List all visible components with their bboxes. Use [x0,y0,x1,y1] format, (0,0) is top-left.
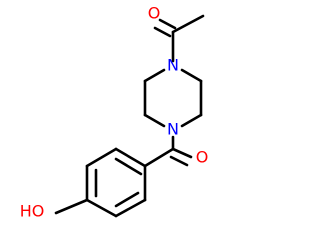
bond-carbonyl-bottom-single [171,147,193,159]
bond-ring-right-to-n-bottom [180,113,203,128]
nitrogen-label-bottom: N [167,120,179,139]
bond-benzene-bottom-left [85,198,118,218]
bond-layer [54,14,205,218]
bond-n-top-to-left [143,68,166,83]
bond-benzene-inner-bottom-right [114,191,140,208]
bond-benzene-bottom-right [114,198,147,218]
label-layer: O N N O HO [20,4,209,221]
bond-phenol-oxygen [54,198,89,215]
bond-ring-left-to-n-bottom [143,113,166,128]
bond-carbonyl-top-single [158,18,177,30]
bond-carbonyl-top-double [153,26,172,38]
oxygen-label-bottom: O [196,148,209,167]
hydroxyl-label: HO [20,202,45,221]
bond-benzene-top-left [114,147,147,168]
bond-benzene-left-upper [85,147,118,168]
nitrogen-label-top: N [167,56,179,75]
bond-acetyl-methyl [171,14,205,34]
bond-carbonyl-bottom-double [169,155,189,167]
structure-canvas: O N N O HO [20,4,209,221]
bond-carbonyl-to-ring [143,147,175,168]
bond-benzene-inner-top-left [114,157,143,176]
oxygen-label-top: O [148,4,161,23]
bond-n-top-to-right [180,68,203,83]
